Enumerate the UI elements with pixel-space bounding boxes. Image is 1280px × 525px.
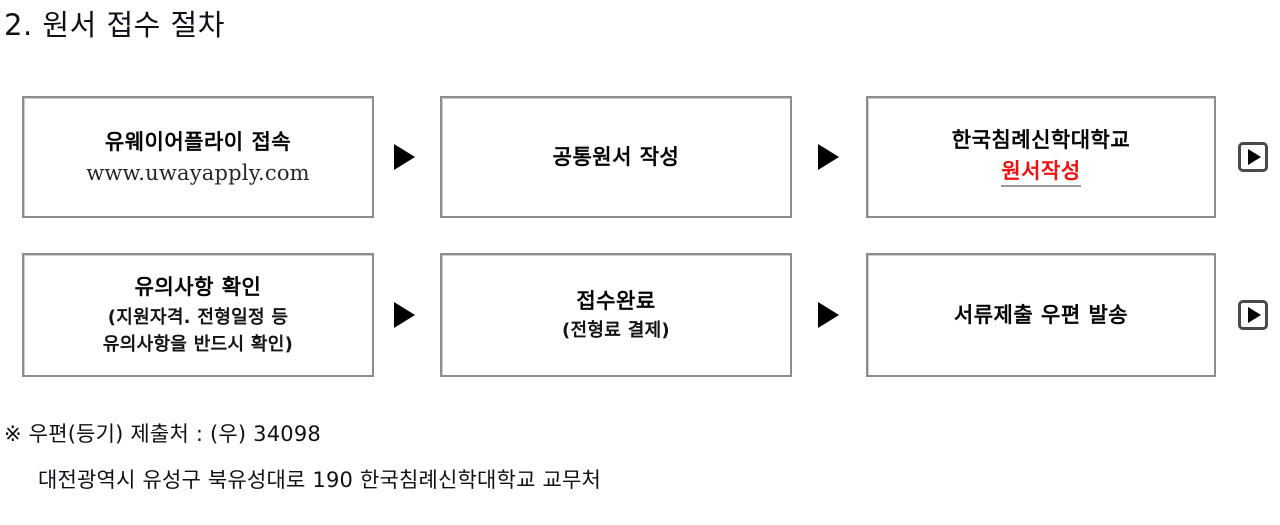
- flow-step-title: 접수완료: [576, 289, 656, 314]
- flow-arrow-boxed-icon[interactable]: [1238, 300, 1268, 330]
- flow-arrow-right-icon: [394, 144, 415, 170]
- application-form-link[interactable]: 원서작성: [1001, 159, 1081, 187]
- flow-step-subtitle-line-1: (지원자격. 전형일정 등: [107, 307, 289, 329]
- flow-step-common-application[interactable]: 공통원서 작성: [440, 96, 792, 218]
- flow-step-title: 유의사항 확인: [134, 274, 262, 299]
- flow-row: 유웨이어플라이 접속 www.uwayapply.com 공통원서 작성 한국침…: [0, 96, 1280, 218]
- footnote: ※ 우편(등기) 제출처 : (우) 34098 대전광역시 유성구 북유성대로…: [4, 424, 1004, 491]
- flow-arrow-boxed-icon[interactable]: [1238, 142, 1268, 172]
- flow-step-submission-complete[interactable]: 접수완료 (전형료 결제): [440, 253, 792, 377]
- flow-row: 유의사항 확인 (지원자격. 전형일정 등 유의사항을 반드시 확인) 접수완료…: [0, 253, 1280, 377]
- flow-step-mail-documents[interactable]: 서류제출 우편 발송: [866, 253, 1216, 377]
- flow-arrow-right-icon: [394, 302, 415, 328]
- flow-step-subtitle-line-2: 유의사항을 반드시 확인): [102, 334, 294, 356]
- page-title: 2. 원서 접수 절차: [4, 8, 225, 42]
- flow-step-title: 공통원서 작성: [552, 144, 680, 169]
- flow-step-subtitle-line-1: (전형료 결제): [562, 319, 670, 341]
- flow-step-title: 서류제출 우편 발송: [953, 302, 1129, 327]
- flow-step-url: www.uwayapply.com: [86, 161, 310, 186]
- flow-step-uwayapply-access[interactable]: 유웨이어플라이 접속 www.uwayapply.com: [22, 96, 374, 218]
- footnote-line-postal-address-label: ※ 우편(등기) 제출처 : (우) 34098: [4, 422, 321, 446]
- application-procedure-flowchart: 유웨이어플라이 접속 www.uwayapply.com 공통원서 작성 한국침…: [0, 96, 1280, 377]
- play-triangle-icon: [1248, 307, 1261, 323]
- flow-step-title: 한국침례신학대학교: [951, 128, 1131, 153]
- flow-step-check-notices[interactable]: 유의사항 확인 (지원자격. 전형일정 등 유의사항을 반드시 확인): [22, 253, 374, 377]
- flow-arrow-right-icon: [818, 144, 839, 170]
- flow-arrow-right-icon: [818, 302, 839, 328]
- play-triangle-icon: [1248, 149, 1261, 165]
- flow-step-university-application[interactable]: 한국침례신학대학교 원서작성: [866, 96, 1216, 218]
- flow-step-title: 유웨이어플라이 접속: [104, 129, 292, 154]
- footnote-line-postal-address: 대전광역시 유성구 북유성대로 190 한국침례신학대학교 교무처: [38, 468, 602, 492]
